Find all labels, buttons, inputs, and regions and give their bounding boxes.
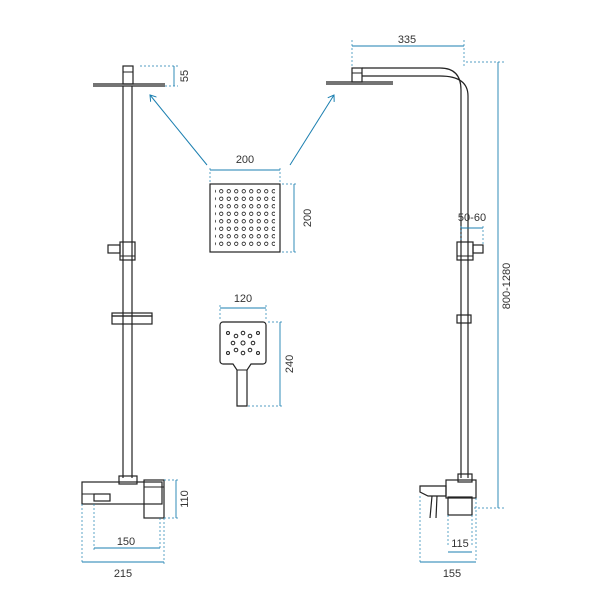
arrow-to-front-head [150,95,208,166]
dim-label-110: 110 [179,490,191,508]
detail-pointer-arrows [150,95,334,166]
side-shelf-clip [456,314,472,324]
hand-shower-detail: 120 240 [219,293,296,407]
front-view: 55 110 150 215 [81,65,191,580]
dim-slider-range: 50-60 [458,212,486,244]
side-view: 335 50-60 800-1280 115 155 [326,34,513,580]
front-shower-head [93,65,165,87]
dim-label-hand-width: 120 [234,293,252,305]
dim-label-head-width: 200 [236,154,254,166]
front-slider-clamp [107,241,136,261]
dim-right-head-width: 335 [351,34,465,66]
dim-total-height: 800-1280 [466,61,513,509]
side-riser-pipe [362,67,469,478]
hand-nozzles [226,330,260,356]
front-riser-pipe [122,86,133,478]
dim-label-hand-height: 240 [284,355,296,373]
dim-mixer-widths: 150 215 [81,504,165,580]
dim-top-head-height: 55 [140,65,191,87]
square-head-detail: 200 200 [209,154,314,253]
front-shelf [111,312,153,325]
dim-label-155: 155 [443,568,461,580]
dim-label-215: 215 [114,568,132,580]
dim-label-150: 150 [117,536,135,548]
dim-label-50-60: 50-60 [458,212,486,224]
front-mixer [81,475,165,519]
side-shower-head [326,67,393,85]
dim-label-55: 55 [179,70,191,82]
dim-label-115: 115 [451,538,469,550]
side-slider-clamp [456,241,484,261]
nozzle-grid [215,189,275,247]
dim-label-335: 335 [398,34,416,46]
dim-side-mixer: 115 155 [419,496,477,580]
dim-mixer-height: 110 [164,479,191,519]
dim-label-800-1280: 800-1280 [501,263,513,310]
arrow-to-side-head [289,95,334,166]
side-mixer [419,473,477,519]
dim-label-head-height: 200 [302,209,314,227]
